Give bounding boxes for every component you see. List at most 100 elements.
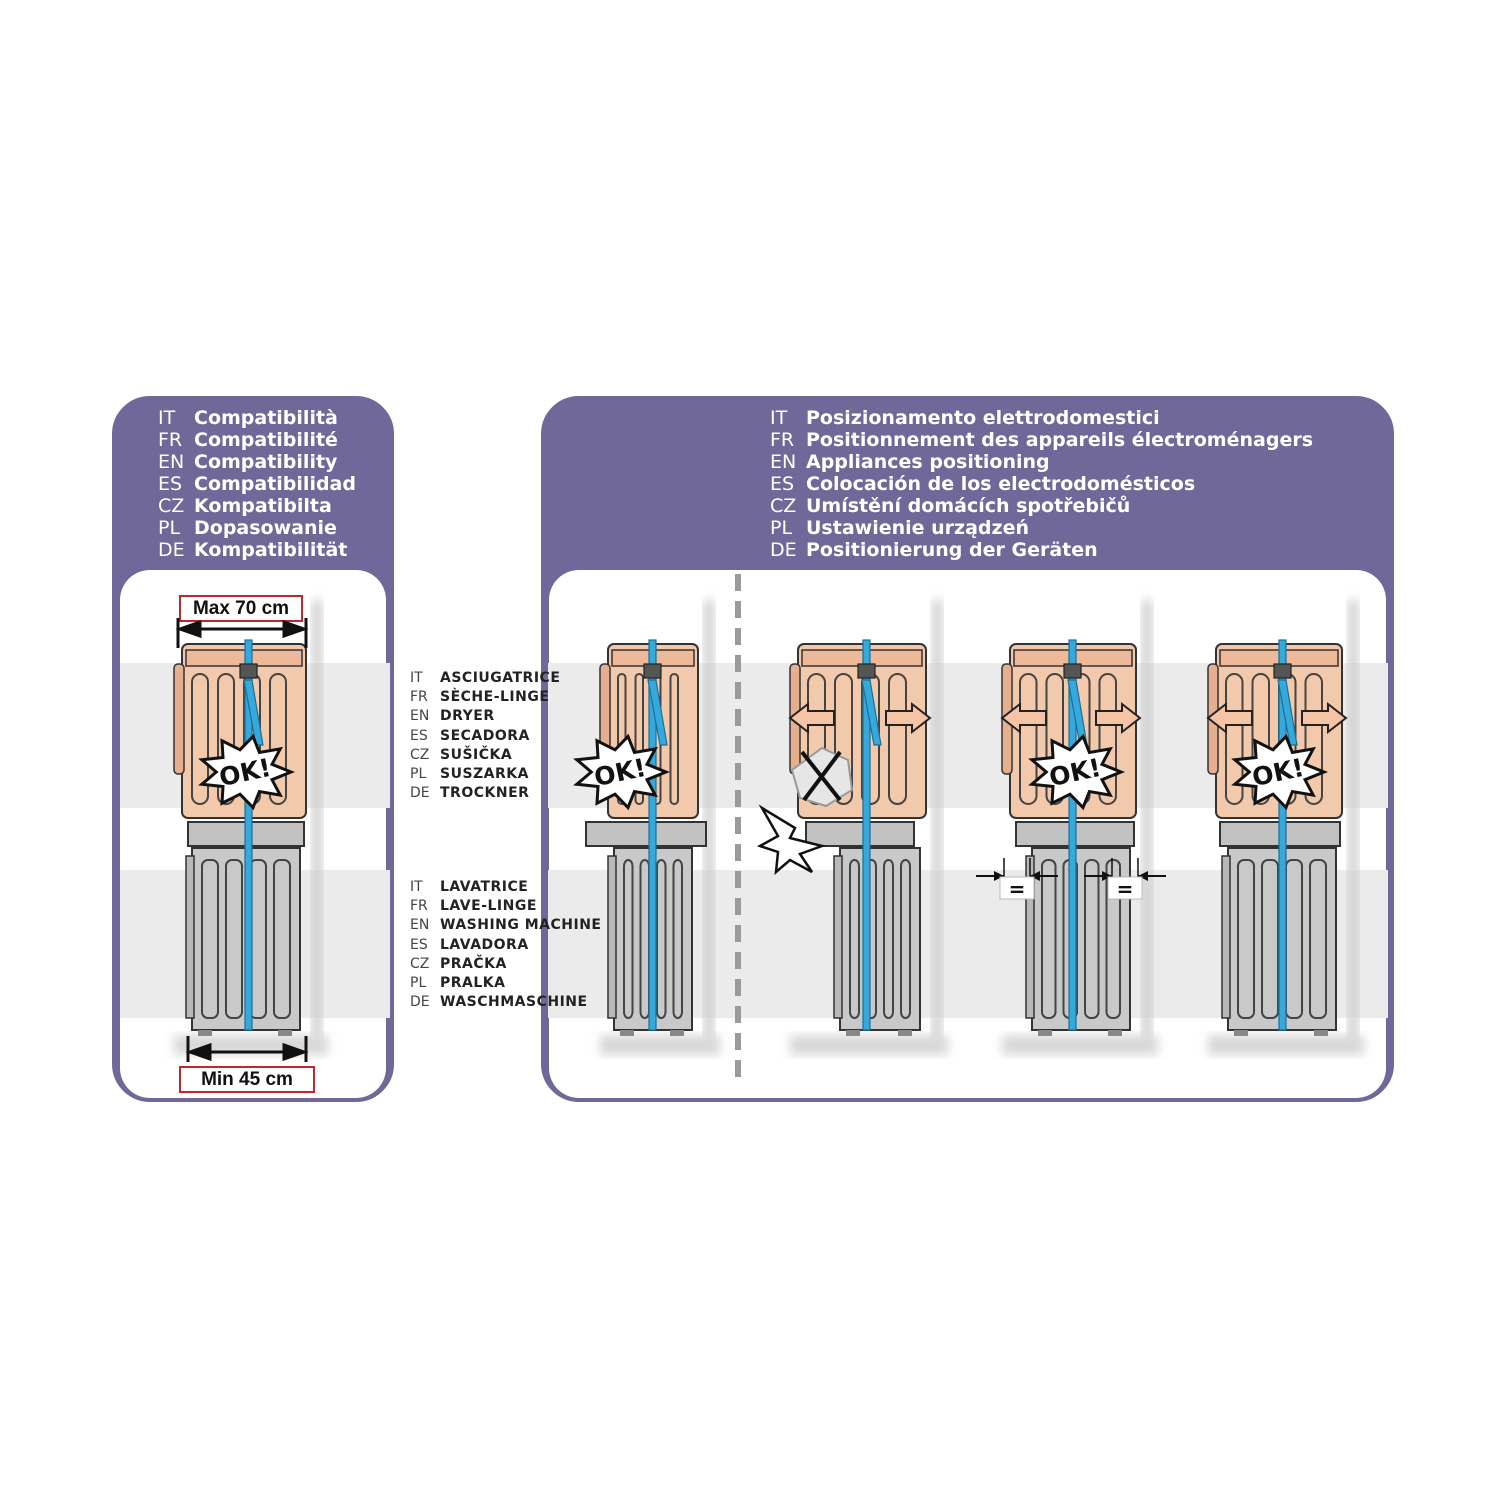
stacking-shelf [805,821,915,847]
dryer-rib [217,673,235,805]
wall-shadow [312,600,322,1040]
floor-shadow [790,1035,948,1055]
washer-foot [198,1030,212,1036]
washer-foot [620,1030,634,1036]
strap [1278,639,1287,1031]
push-arrow-left [788,701,835,735]
strap-loop [1277,679,1298,746]
washer-rib [273,859,291,1019]
washer-rib [1041,859,1057,1019]
washer-rib [201,859,219,1019]
washer-side [1025,855,1035,1019]
dryer-rib [634,673,644,805]
strap [1068,639,1077,1031]
max-width-arrow [175,618,309,648]
floor-shadow [600,1035,720,1055]
washer-side [1221,855,1231,1019]
washer-foot [1108,1030,1122,1036]
dryer-rib [269,673,287,805]
ok-burst: OK! [1028,733,1125,811]
push-arrow-left [1000,701,1047,735]
position-wrong-offset [756,600,948,1055]
dryer-rib [191,673,209,805]
wall-shadow [1348,600,1358,1040]
gap-left: = [976,858,1058,901]
floor-shadow [1208,1035,1364,1055]
push-arrow-right [1301,701,1348,735]
washer-foot [1234,1030,1248,1036]
gap-box [999,876,1035,900]
wrong-position-marker [756,746,854,875]
strap [862,639,871,1031]
washer-foot [670,1030,684,1036]
push-arrow-right [885,701,932,735]
washer-foot [278,1030,292,1036]
min-width-label: Min 45 cm [179,1066,315,1093]
position-ok-aligned: OK! [1206,600,1364,1055]
dryer-rib [669,673,679,805]
ok-burst-shape [1028,733,1125,811]
cross-line [802,750,842,802]
gap-arrowhead [994,871,1004,881]
washer-body [839,847,921,1031]
gap-box [1107,876,1143,900]
strap-buckle [643,663,662,679]
max-width-label: Max 70 cm [179,595,303,622]
washer-rib [1309,859,1327,1019]
dryer-rib [888,673,907,805]
stacking-shelf [585,821,707,847]
min-width-arrow [185,1036,309,1062]
strap [648,639,657,1031]
wall-shadow [704,600,714,1040]
wall-shadow [932,600,942,1040]
strap-loop [647,679,668,746]
washer-rib [883,859,894,1019]
dryer-handle [173,663,185,775]
washer-rib [225,859,243,1019]
ok-burst: OK! [573,733,670,811]
impact-burst [756,804,827,875]
position-ok-flush: OK! [573,600,720,1055]
gap-arrowhead [1138,871,1148,881]
compatibility-stack: OK! [173,600,328,1055]
washer-foot [898,1030,912,1036]
strap-buckle [239,663,258,679]
washer-foot [1038,1030,1052,1036]
ok-burst-shape [573,733,670,811]
washer-rib [1237,859,1255,1019]
push-arrow-right [1095,701,1142,735]
wall-shadow [1142,600,1152,1040]
ok-burst-shape [198,733,295,811]
dryer-rib [834,673,853,805]
position-ok-centered: OK!== [976,600,1166,1055]
